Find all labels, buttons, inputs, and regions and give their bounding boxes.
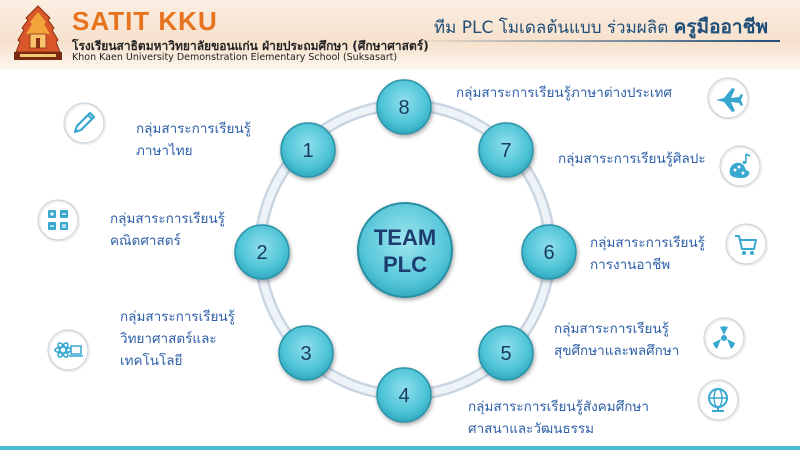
school-name-english: Khon Kaen University Demonstration Eleme… [72, 52, 398, 63]
group-node-number-5: 5 [500, 343, 511, 365]
art-music-icon [718, 144, 763, 192]
group-node-6 [521, 224, 577, 280]
group-node-number-3: 3 [300, 343, 311, 365]
group-label-line: เทคโนโลยี [120, 353, 183, 369]
group-label-line: กลุ่มสาระการเรียนรู้ [554, 321, 669, 337]
group-label-5: กลุ่มสาระการเรียนรู้สุขศึกษาและพลศึกษา [554, 318, 679, 362]
group-label-4: กลุ่มสาระการเรียนรู้สังคมศึกษาศาสนาและวั… [468, 396, 649, 440]
group-label-line: วิทยาศาสตร์และ [120, 331, 217, 347]
group-label-line: ศาสนาและวัฒนธรรม [468, 421, 595, 437]
center-label-line1: TEAM [374, 225, 436, 250]
group-label-line: กลุ่มสาระการเรียนรู้ภาษาต่างประเทศ [456, 85, 672, 101]
globe-icon [696, 378, 741, 426]
group-node-number-1: 1 [302, 140, 313, 162]
group-label-1: กลุ่มสาระการเรียนรู้ภาษาไทย [136, 118, 251, 162]
group-node-3 [278, 325, 334, 381]
pencil-icon [62, 101, 107, 149]
group-label-line: กลุ่มสาระการเรียนรู้ศิลปะ [558, 151, 706, 167]
group-node-number-2: 2 [256, 242, 267, 264]
group-label-7: กลุ่มสาระการเรียนรู้ศิลปะ [558, 148, 706, 170]
group-label-line: การงานอาชีพ [590, 257, 671, 273]
group-label-line: กลุ่มสาระการเรียนรู้ [110, 211, 225, 227]
group-node-5 [478, 325, 534, 381]
header-banner: SATIT KKU โรงเรียนสาธิตมหาวิทยาลัยขอนแก่… [0, 0, 800, 70]
group-node-number-6: 6 [543, 242, 554, 264]
cart-icon [724, 222, 769, 270]
group-node-number-8: 8 [398, 97, 409, 119]
calculator-icon [36, 198, 81, 246]
group-nodes: 1 2 3 4 5 6 7 8 [234, 79, 577, 423]
school-logo-icon [14, 5, 62, 60]
group-label-line: สุขศึกษาและพลศึกษา [554, 343, 680, 359]
group-node-7 [478, 122, 534, 178]
group-label-line: กลุ่มสาระการเรียนรู้ [120, 309, 235, 325]
airplane-icon [706, 76, 751, 124]
group-node-4 [376, 367, 432, 423]
headline-prefix: ทีม PLC โมเดลต้นแบบ ร่วมผลิต [433, 18, 669, 38]
group-label-2: กลุ่มสาระการเรียนรู้คณิตศาสตร์ [110, 208, 225, 252]
group-label-line: กลุ่มสาระการเรียนรู้ [136, 121, 251, 137]
group-label-3: กลุ่มสาระการเรียนรู้วิทยาศาสตร์และเทคโนโ… [120, 306, 235, 372]
school-name-thai: โรงเรียนสาธิตมหาวิทยาลัยขอนแก่น ฝ่ายประถ… [72, 39, 429, 53]
health-icon [702, 316, 747, 364]
group-label-line: กลุ่มสาระการเรียนรู้สังคมศึกษา [468, 399, 649, 415]
group-label-line: ภาษาไทย [136, 143, 193, 159]
header-divider [410, 40, 780, 42]
headline-bold: ครูมืออาชีพ [673, 16, 768, 38]
group-label-line: คณิตศาสตร์ [110, 233, 181, 249]
group-node-number-7: 7 [500, 140, 511, 162]
group-label-line: กลุ่มสาระการเรียนรู้ [590, 235, 705, 251]
group-label-8: กลุ่มสาระการเรียนรู้ภาษาต่างประเทศ [456, 82, 672, 104]
group-node-1 [280, 122, 336, 178]
center-label-line2: PLC [383, 252, 427, 277]
group-label-6: กลุ่มสาระการเรียนรู้การงานอาชีพ [590, 232, 705, 276]
group-node-number-4: 4 [398, 385, 409, 407]
brand-title: SATIT KKU [72, 6, 218, 36]
group-node-2 [234, 224, 290, 280]
group-node-8 [376, 79, 432, 135]
footer-divider [0, 446, 800, 450]
center-node [357, 202, 453, 298]
atom-laptop-icon [46, 328, 91, 376]
page-headline: ทีม PLC โมเดลต้นแบบ ร่วมผลิต ครูมืออาชีพ [434, 12, 768, 42]
